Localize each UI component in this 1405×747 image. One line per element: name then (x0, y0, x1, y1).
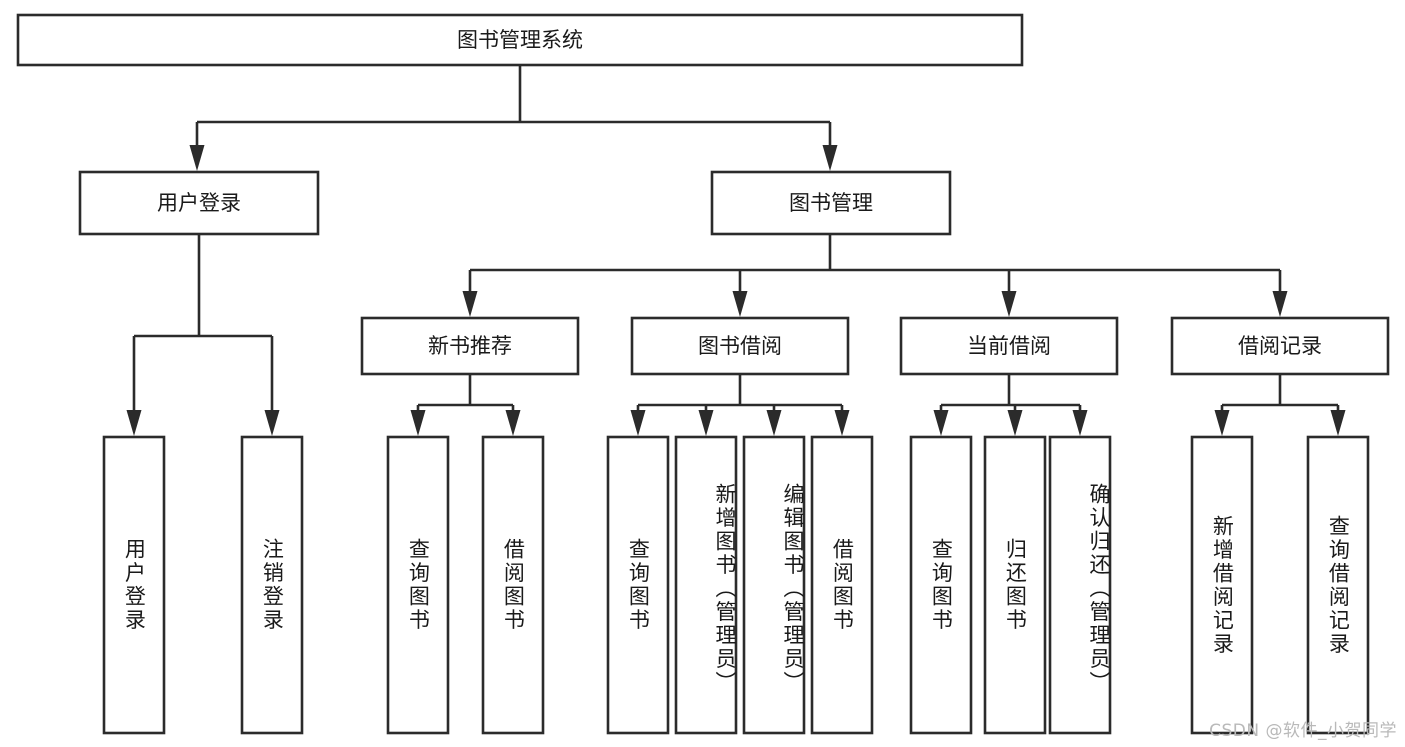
arrow-head-icon (264, 410, 280, 436)
arrow-head-icon (189, 145, 205, 171)
level2-node-label: 用户登录 (157, 191, 241, 215)
level3-node-label: 图书借阅 (698, 334, 782, 358)
leaf-node-box[interactable] (983, 435, 1047, 735)
arrow-head-icon (1007, 410, 1023, 436)
arrow-head-icon (410, 410, 426, 436)
level3-node-box[interactable] (360, 316, 580, 376)
leaf-node-box[interactable] (674, 435, 738, 735)
leaf-node-box[interactable] (1190, 435, 1254, 735)
leaf-node-box[interactable] (909, 435, 973, 735)
leaf-node-box[interactable] (810, 435, 874, 735)
leaf-node-box[interactable] (481, 435, 545, 735)
connector-group (126, 234, 280, 436)
connector-group (462, 234, 1288, 317)
connector-group (189, 65, 838, 171)
leaf-node-box[interactable] (386, 435, 450, 735)
arrow-head-icon (630, 410, 646, 436)
arrow-head-icon (1001, 291, 1017, 317)
level3-node-box[interactable] (899, 316, 1119, 376)
level3-node-label: 借阅记录 (1238, 334, 1322, 358)
watermark-text: CSDN @软件_小贺同学 (1209, 721, 1397, 741)
root-node-box[interactable] (16, 13, 1024, 67)
leaf-node-box[interactable] (1306, 435, 1370, 735)
leaf-node-box[interactable] (1048, 435, 1112, 735)
arrow-head-icon (505, 410, 521, 436)
connector-group (933, 374, 1088, 436)
arrow-head-icon (1214, 410, 1230, 436)
arrow-head-icon (1072, 410, 1088, 436)
connector-group (410, 374, 521, 436)
connector-group (1214, 374, 1346, 436)
leaf-node-box[interactable] (102, 435, 166, 735)
level2-node-label: 图书管理 (789, 191, 873, 215)
root-node-label: 图书管理系统 (457, 28, 583, 52)
arrow-head-icon (732, 291, 748, 317)
leaf-node-box[interactable] (742, 435, 806, 735)
arrow-head-icon (462, 291, 478, 317)
level2-node-box[interactable] (710, 170, 952, 236)
connector-lines (126, 65, 1346, 436)
connector-group (630, 374, 850, 436)
leaf-node-box[interactable] (240, 435, 304, 735)
level3-node-box[interactable] (1170, 316, 1390, 376)
node-boxes (16, 13, 1390, 735)
arrow-head-icon (933, 410, 949, 436)
level3-node-label: 新书推荐 (428, 334, 512, 358)
level3-node-box[interactable] (630, 316, 850, 376)
leaf-node-box[interactable] (606, 435, 670, 735)
arrow-head-icon (834, 410, 850, 436)
arrow-head-icon (1272, 291, 1288, 317)
arrow-head-icon (1330, 410, 1346, 436)
arrow-head-icon (822, 145, 838, 171)
arrow-head-icon (698, 410, 714, 436)
arrow-head-icon (766, 410, 782, 436)
level3-node-label: 当前借阅 (967, 334, 1051, 358)
arrow-head-icon (126, 410, 142, 436)
level2-node-box[interactable] (78, 170, 320, 236)
